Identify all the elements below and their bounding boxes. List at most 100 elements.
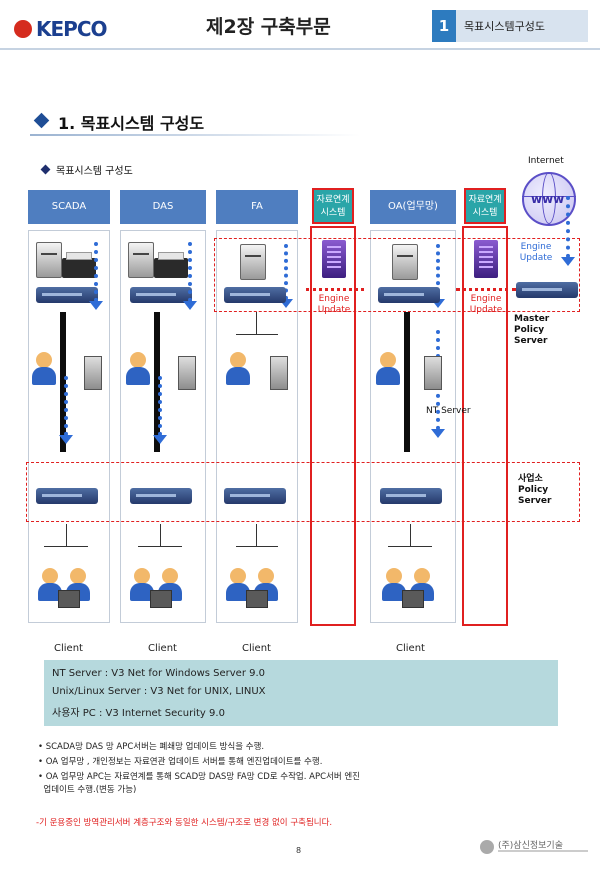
das-server-icon <box>128 242 154 278</box>
das-update-arrow-2 <box>153 376 167 444</box>
oa-user-icon <box>374 352 404 386</box>
das-backbone-line <box>154 312 160 452</box>
fa-tree-line <box>256 312 257 334</box>
das-client-monitor-icon <box>150 590 172 608</box>
page-heading: 1. 목표시스템 구성도 <box>58 114 205 133</box>
oa-tree-branch <box>388 546 432 547</box>
oa-nt-server-icon <box>424 356 442 390</box>
bullet-2: • OA 업무망 , 개인정보는 자료연관 업데이트 서버를 통해 엔진업데이트… <box>38 757 323 767</box>
scada-backbone-line <box>60 312 66 452</box>
das-tree-line <box>160 524 161 546</box>
oa-server-icon <box>392 244 418 280</box>
bullet-3-continued: 업데이트 수행.(변동 가능) <box>38 785 137 795</box>
das-backup-device-icon <box>154 252 188 278</box>
scada-update-arrow-1 <box>89 242 103 310</box>
bullet-1: • SCADA망 DAS 망 APC서버는 폐쇄망 업데이트 방식을 수행. <box>38 742 265 752</box>
scada-server-icon <box>36 242 62 278</box>
header-divider <box>0 48 600 50</box>
column-header-oa: OA(업무망) <box>370 190 456 224</box>
scada-tree-line <box>66 524 67 546</box>
fa-nt-server-icon <box>270 356 288 390</box>
nt-server-label: NT Server <box>426 406 471 416</box>
column-header-link-system-1: 자료연계 시스템 <box>312 188 354 224</box>
oa-branch-switch-icon <box>380 488 442 504</box>
link-system-2-exchange-arrow <box>456 288 516 291</box>
scada-branch-switch-icon <box>36 488 98 504</box>
link-system-1-highlight <box>310 226 356 626</box>
link-system-2-highlight <box>462 226 508 626</box>
info-line-unix: Unix/Linux Server : V3 Net for UNIX, LIN… <box>52 686 266 697</box>
fa-client-user-icon-1 <box>224 568 254 602</box>
section-tab <box>432 10 588 42</box>
section-number: 1 <box>432 10 456 42</box>
scada-tree-branch <box>44 546 88 547</box>
fa-server-icon <box>240 244 266 280</box>
scada-user-icon <box>30 352 60 386</box>
fa-client-monitor-icon <box>246 590 268 608</box>
chapter-title: 제2장 구축부문 <box>206 16 331 38</box>
fa-branch-tree-line <box>256 524 257 546</box>
note-text: -기 운용중인 방역관리서버 계층구조와 동일한 시스템/구조로 변경 없이 구… <box>36 818 333 828</box>
fa-policy-switch-icon <box>224 287 286 303</box>
logo-mark-icon <box>14 20 32 38</box>
column-header-link-system-2: 자료연계 시스템 <box>464 188 506 224</box>
oa-update-arrow-1 <box>431 244 445 308</box>
link-system-1-server-icon <box>322 240 346 278</box>
das-user-icon <box>124 352 154 386</box>
company-tagline-rule <box>498 850 588 852</box>
fa-branch-switch-icon <box>224 488 286 504</box>
page-number: 8 <box>296 846 302 855</box>
fa-branch-tree-branch <box>236 546 278 547</box>
das-update-arrow-1 <box>183 242 197 310</box>
das-client-user-icon-1 <box>128 568 158 602</box>
section-name: 목표시스템구성도 <box>464 20 545 33</box>
das-tree-branch <box>138 546 182 547</box>
column-header-das: DAS <box>120 190 206 224</box>
branch-policy-zone <box>26 462 580 522</box>
fa-user-icon <box>224 352 254 386</box>
das-policy-switch-icon <box>130 287 192 303</box>
info-line-nt: NT Server : V3 Net for Windows Server 9.… <box>52 668 266 679</box>
kepco-logo: KEPCO <box>14 14 124 44</box>
client-label-fa: Client <box>242 643 271 654</box>
heading-diamond-icon <box>33 112 50 129</box>
oa-client-user-icon-1 <box>380 568 410 602</box>
link-system-2-engine-update-label: Engine Update <box>469 294 503 315</box>
scada-nt-server-icon <box>84 356 102 390</box>
diagram-subheading: 목표시스템 구성도 <box>56 166 133 177</box>
das-nt-server-icon <box>178 356 196 390</box>
scada-client-monitor-icon <box>58 590 80 608</box>
bullet-3: • OA 업무망 APC는 자료연계를 통해 SCAD망 DAS망 FA망 CD… <box>38 772 360 782</box>
product-info-box <box>44 660 558 726</box>
oa-backbone-line <box>404 312 410 452</box>
link-system-2-server-icon <box>474 240 498 278</box>
fa-update-arrow-1 <box>279 244 293 308</box>
internet-label: Internet <box>528 156 564 166</box>
engine-update-zone <box>214 238 580 312</box>
scada-client-user-icon-1 <box>36 568 66 602</box>
das-branch-switch-icon <box>130 488 192 504</box>
oa-tree-line <box>410 524 411 546</box>
oa-policy-switch-icon <box>378 287 440 303</box>
fa-tree-branch <box>236 334 278 335</box>
link-system-1-engine-update-label: Engine Update <box>317 294 351 315</box>
logo-text: KEPCO <box>36 17 107 41</box>
internet-update-arrow <box>561 196 575 266</box>
www-label: www <box>531 192 565 206</box>
company-name: (주)삼신정보기술 <box>498 841 563 851</box>
master-policy-server-label: Master Policy Server <box>514 314 550 346</box>
info-line-pc: 사용자 PC : V3 Internet Security 9.0 <box>52 708 225 719</box>
company-logo-icon <box>480 840 494 854</box>
column-header-scada: SCADA <box>28 190 110 224</box>
client-label-das: Client <box>148 643 177 654</box>
scada-update-arrow-2 <box>59 376 73 444</box>
scada-backup-device-icon <box>62 252 96 278</box>
client-label-oa: Client <box>396 643 425 654</box>
branch-policy-server-label: 사업소 Policy Server <box>518 474 552 506</box>
link-system-1-exchange-arrow <box>306 288 364 291</box>
oa-client-monitor-icon <box>402 590 424 608</box>
client-label-scada: Client <box>54 643 83 654</box>
master-policy-switch-icon <box>516 282 578 298</box>
subheading-diamond-icon <box>40 164 51 175</box>
scada-policy-switch-icon <box>36 287 98 303</box>
